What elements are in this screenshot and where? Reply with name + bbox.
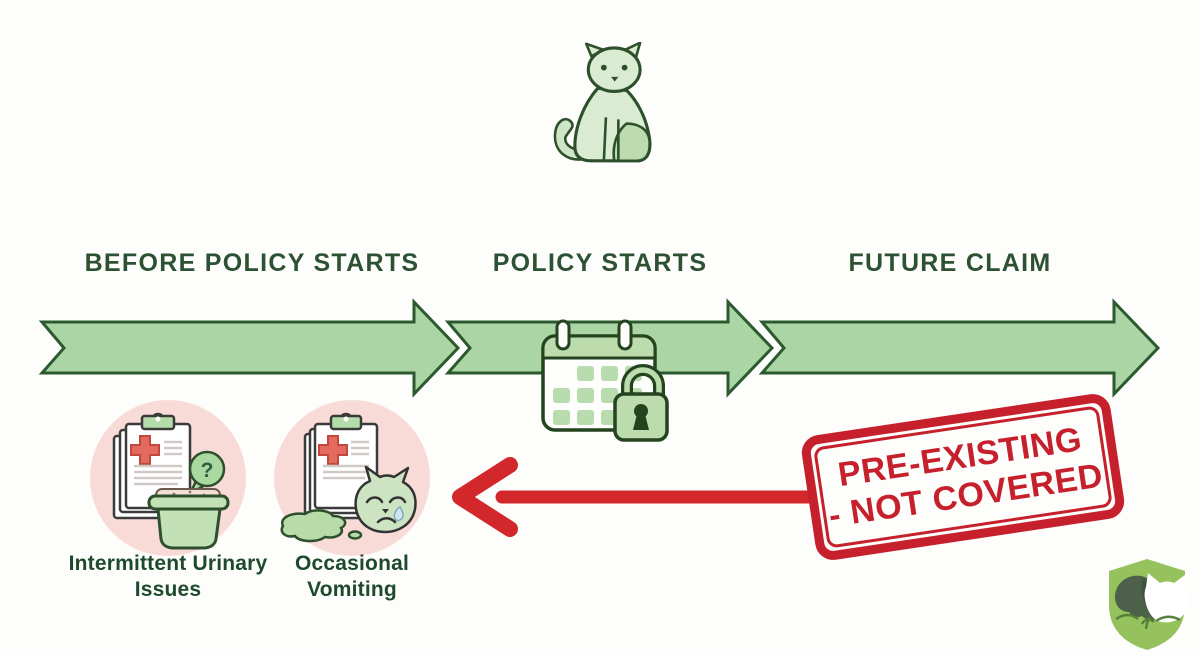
cat-silhouette-icon [1144,573,1188,623]
medical-record-sick-cat-icon [274,400,430,556]
condition-label-urinary: Intermittent Urinary Issues [68,552,268,602]
calendar-lock-icon [541,319,669,442]
question-mark: ? [201,459,214,482]
litter-box-icon [147,488,230,550]
grass-icon [1115,613,1181,630]
timeline-arrow-before [38,298,461,398]
tear-drop-icon [393,506,404,522]
red-left-arrow-icon [452,457,820,537]
stage-label-before-policy: BEFORE POLICY STARTS [84,249,420,277]
medical-cross-icon [130,435,160,465]
pre-existing-stamp-inner-border: PRE-EXISTING - NOT COVERED [813,405,1113,549]
stage-label-future-claim: FUTURE CLAIM [848,249,1052,277]
medical-record-litter-box-icon: ? [90,400,246,556]
sitting-cat-icon [553,42,652,163]
padlock-icon [613,364,669,442]
sad-cat-face-icon [354,465,417,534]
stage-label-policy-starts: POLICY STARTS [492,249,708,277]
pre-existing-stamp: PRE-EXISTING - NOT COVERED [799,391,1127,563]
medical-cross-icon [318,435,348,465]
vomit-puddle-icon [280,509,363,543]
shield-dog-cat-logo [1109,559,1188,650]
condition-label-vomiting: Occasional Vomiting [294,552,410,602]
timeline-arrows [38,298,1161,398]
timeline-arrow-future [758,298,1161,398]
